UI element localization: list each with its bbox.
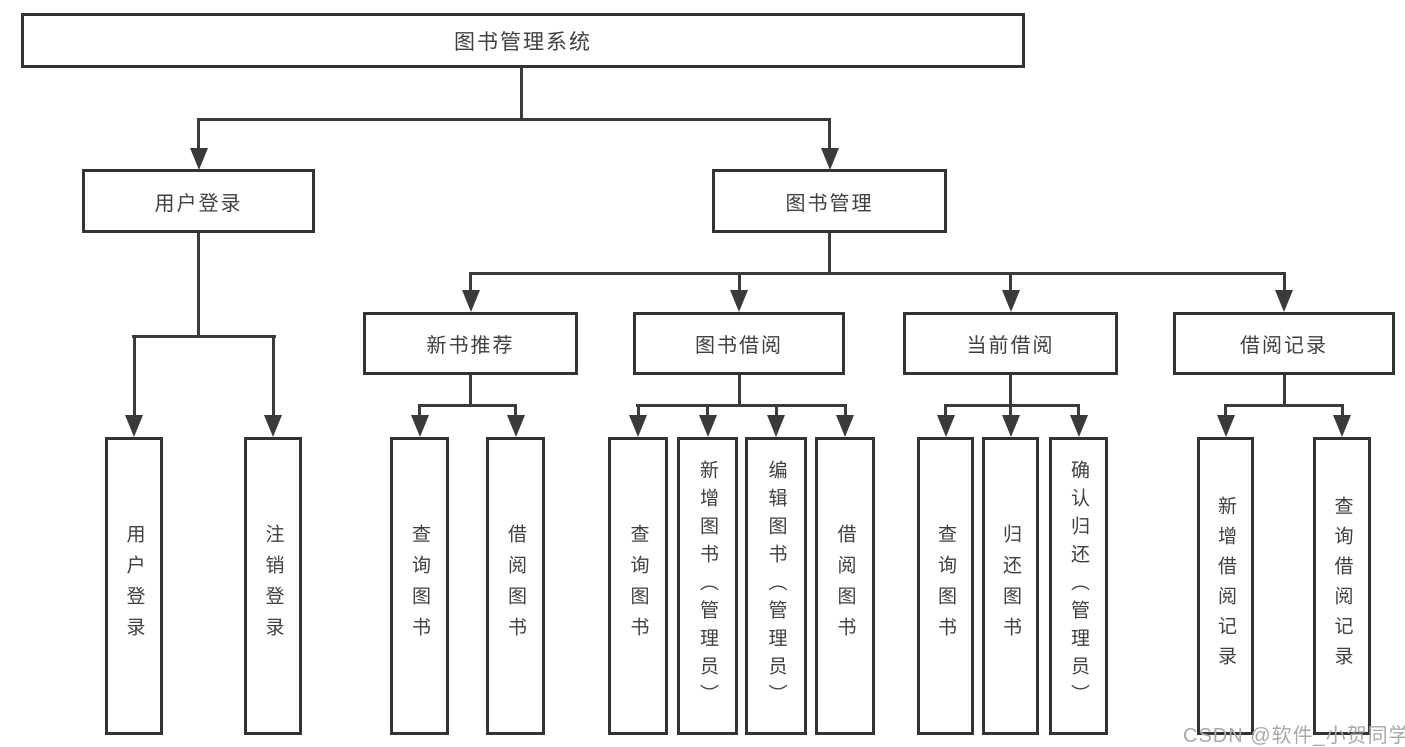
arrow-down-icon [836,404,854,437]
node-user-login: 用户登录 [82,169,315,233]
connector-newbook-stem [469,374,472,407]
arrow-down-icon [698,404,717,437]
leaf-query-book-1: 查询图书 [390,437,449,735]
node-borrow-records: 借阅记录 [1173,312,1395,375]
connector-root-rail [197,118,831,121]
arrow-down-icon [629,404,647,437]
leaf-borrow-book-2: 借阅图书 [815,437,875,735]
node-book-management: 图书管理 [712,169,947,233]
leaf-logout: 注销登录 [244,437,302,735]
leaf-query-book-2: 查询图书 [608,437,668,735]
watermark: CSDN @软件_小贺同学 [1183,725,1405,747]
arrow-down-icon [730,272,748,312]
arrow-down-icon [264,335,282,437]
leaf-confirm-return-admin: 确认归还（管理员） [1049,437,1108,735]
node-book-borrow: 图书借阅 [633,312,845,375]
connector-newbook-rail [418,404,517,407]
connector-userlogin-rail [132,335,276,338]
arrow-down-icon [1216,404,1235,437]
arrow-down-icon [410,404,429,437]
arrow-down-icon [125,335,143,437]
arrow-down-icon [1001,404,1020,437]
connector-borrow-rail [636,404,846,407]
connector-borrow-stem [737,374,741,407]
connector-userlogin-stem [197,232,200,337]
arrow-down-icon [461,272,480,312]
leaf-borrow-book-1: 借阅图书 [486,437,545,735]
connector-bookmgmt-stem [828,232,831,275]
arrow-down-icon [1333,404,1351,437]
node-new-book-recommend: 新书推荐 [363,312,578,375]
connector-records-rail [1224,404,1344,407]
arrow-down-icon [506,404,525,437]
arrow-down-icon [820,118,839,170]
leaf-add-book-admin: 新增图书（管理员） [677,437,738,735]
arrow-down-icon [1069,404,1088,437]
leaf-user-login: 用户登录 [105,437,163,735]
arrow-down-icon [1001,272,1020,312]
connector-bookmgmt-rail [469,272,1286,275]
arrow-down-icon [1275,272,1293,312]
arrow-down-icon [936,404,955,437]
connector-current-rail [944,404,1080,407]
leaf-query-borrow-record: 查询借阅记录 [1313,437,1371,735]
connector-records-stem [1282,374,1286,407]
leaf-query-book-3: 查询图书 [917,437,974,735]
leaf-edit-book-admin: 编辑图书（管理员） [745,437,807,735]
leaf-return-book: 归还图书 [982,437,1039,735]
connector-root-stem [520,68,523,120]
leaf-add-borrow-record: 新增借阅记录 [1197,437,1254,735]
node-root: 图书管理系统 [21,13,1025,68]
node-current-borrow: 当前借阅 [903,312,1118,375]
arrow-down-icon [767,404,785,437]
arrow-down-icon [189,118,208,170]
connector-current-stem [1009,374,1012,407]
